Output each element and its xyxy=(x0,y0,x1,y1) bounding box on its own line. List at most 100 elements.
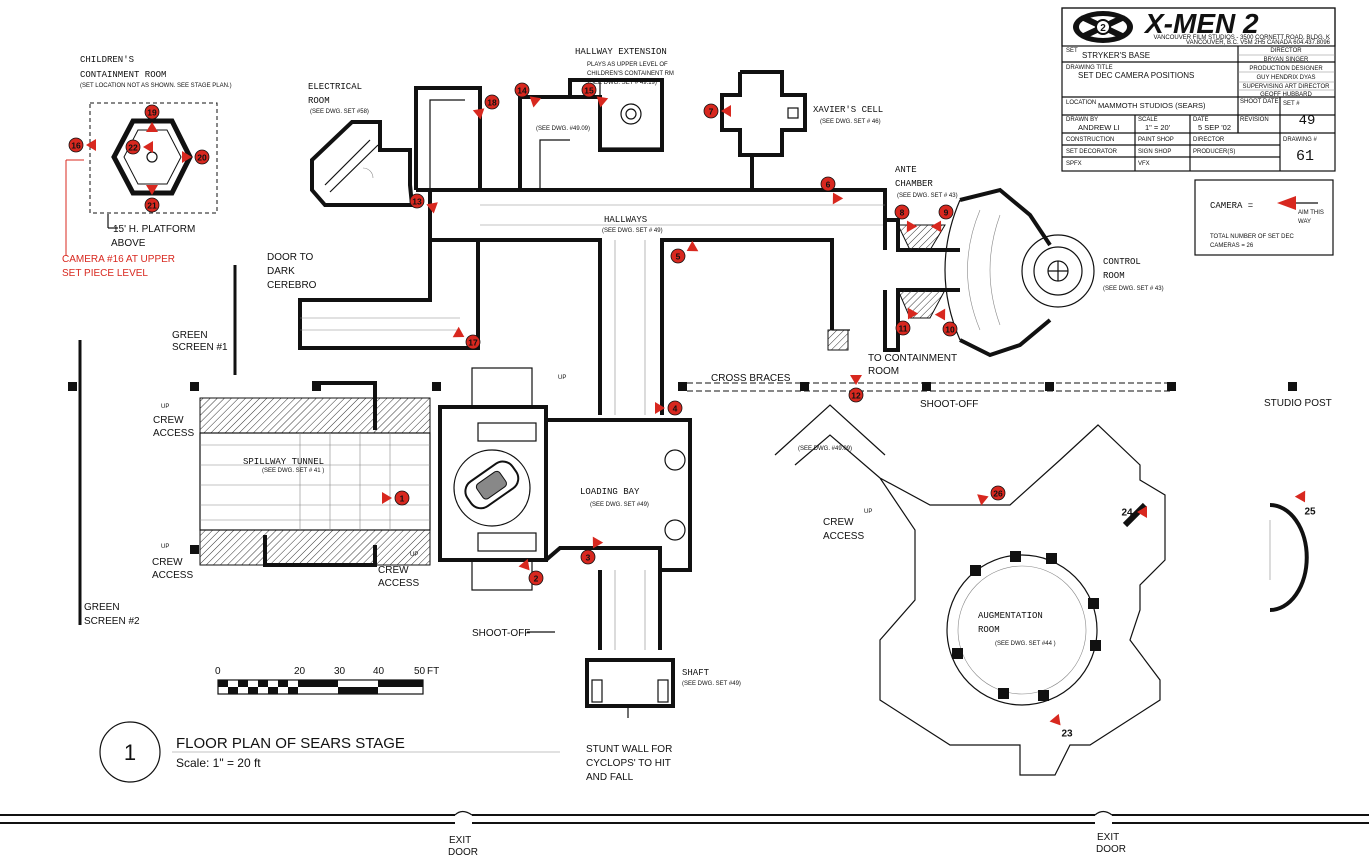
legend-total-2: CAMERAS = 26 xyxy=(1210,243,1254,249)
exit-label-2a: EXIT xyxy=(1097,832,1119,843)
camera-3-wedge xyxy=(592,536,604,549)
vehicle-icon xyxy=(464,460,520,510)
crew-label-4a: CREW xyxy=(823,517,854,528)
supervising-ad-value: GEOFF HUBBARD xyxy=(1260,92,1312,98)
crew-label-1a: CREW xyxy=(153,415,184,426)
camera-16-number: 16 xyxy=(71,141,81,151)
electrical-room: ELECTRICAL ROOM (SEE DWG. SET #58) xyxy=(308,82,415,207)
scale-tick-20: 20 xyxy=(294,666,306,677)
crew-label-3a: CREW xyxy=(378,565,409,576)
camera-9-number: 9 xyxy=(944,208,949,218)
to-containment-2: ROOM xyxy=(868,366,899,377)
legend-aim-1: AIM THIS xyxy=(1298,210,1324,216)
camera-22-wedge xyxy=(143,141,153,153)
production-designer-label: PRODUCTION DESIGNER xyxy=(1249,66,1323,72)
camera-17-number: 17 xyxy=(468,338,478,348)
door-label-3: CEREBRO xyxy=(267,280,317,291)
caption-scale: Scale: 1" = 20 ft xyxy=(176,756,261,770)
camera-12-badge xyxy=(848,387,864,403)
set-label: SET xyxy=(1066,48,1078,54)
caption-number: 1 xyxy=(124,740,136,765)
director2-label: DIRECTOR xyxy=(1193,137,1225,143)
camera-15-wedge xyxy=(596,96,609,108)
legend-total-1: TOTAL NUMBER OF SET DEC xyxy=(1210,234,1294,240)
camera-8-badge xyxy=(894,204,910,220)
platform-label-2: ABOVE xyxy=(111,238,146,249)
camera-10-badge xyxy=(942,321,958,337)
stunt-label-2: CYCLOPS' TO HIT xyxy=(586,758,671,769)
camera-3: 3 xyxy=(580,536,604,565)
electrical-label-2: ROOM xyxy=(308,96,330,106)
crew-label-2b: ACCESS xyxy=(152,570,193,581)
camera-7: 7 xyxy=(703,103,731,119)
set-decorator-label: SET DECORATOR xyxy=(1066,149,1118,155)
door-label-1: DOOR TO xyxy=(267,252,314,263)
ante-label-2: CHAMBER xyxy=(895,179,933,189)
studio-line-1: VANCOUVER FILM STUDIOS - 3500 CORNETT RO… xyxy=(1154,35,1330,41)
camera-19-badge xyxy=(144,104,160,120)
control-label-2: ROOM xyxy=(1103,271,1125,281)
production-designer-value: GUY HENDRIX DYAS xyxy=(1256,75,1315,81)
camera-17-badge xyxy=(465,334,481,350)
camera-16: 16 xyxy=(68,137,96,153)
shoot-date-label: SHOOT DATE xyxy=(1240,99,1278,105)
legend-camera-icon xyxy=(1277,196,1296,210)
camera-3-number: 3 xyxy=(586,553,591,563)
electrical-ref: (SEE DWG. SET #58) xyxy=(310,109,369,115)
scale-tick-50: 50 xyxy=(414,666,426,677)
door-label-2: DARK xyxy=(267,266,295,277)
drawing-no-label: DRAWING # xyxy=(1283,137,1317,143)
camera-25-wedge xyxy=(1294,490,1306,503)
aug-ref-top: (SEE DWG. #49.09) xyxy=(798,446,852,452)
ante-ref: (SEE DWG. SET # 43) xyxy=(897,193,958,199)
camera-19-wedge xyxy=(146,122,158,132)
sign-shop-label: SIGN SHOP xyxy=(1138,149,1171,155)
hall-ext-note-2: CHILDREN'S CONTAINENT RM xyxy=(587,71,674,77)
construction-label: CONSTRUCTION xyxy=(1066,137,1114,143)
camera-4-wedge xyxy=(655,402,665,414)
camera-11: 11 xyxy=(895,307,919,336)
camera16-note-1: CAMERA #16 AT UPPER xyxy=(62,254,175,265)
spillway-ref: (SEE DWG. SET # 41 ) xyxy=(262,468,324,474)
spillway-loading: SPILLWAY TUNNEL (SEE DWG. SET # 41 ) LOA… xyxy=(199,367,741,783)
camera-1: 1 xyxy=(382,490,410,506)
green1-label-1: GREEN xyxy=(172,330,208,341)
camera-10-number: 10 xyxy=(945,325,955,335)
camera-8-number: 8 xyxy=(900,208,905,218)
supervising-ad-label: SUPERVISING ART DIRECTOR xyxy=(1243,84,1331,90)
hall-ext-ref-2: (SEE DWG. #49.09) xyxy=(536,126,590,132)
camera-18: 18 xyxy=(472,94,500,120)
electrical-label-1: ELECTRICAL xyxy=(308,82,362,92)
up-label-5: UP xyxy=(864,509,872,515)
drawn-by-value: ANDREW LI xyxy=(1078,123,1120,132)
camera16-note-2: SET PIECE LEVEL xyxy=(62,268,148,279)
camera-19: 19 xyxy=(144,104,160,132)
camera-4-number: 4 xyxy=(673,404,678,414)
loading-bay-ref: (SEE DWG. SET #49) xyxy=(590,502,649,508)
drawing-no-value: 61 xyxy=(1296,148,1314,165)
location-label: LOCATION xyxy=(1066,100,1096,106)
legend-camera-label: CAMERA = xyxy=(1210,201,1253,211)
camera-26-badge xyxy=(990,485,1006,501)
camera-5-badge xyxy=(670,248,686,264)
camera-20: 20 xyxy=(182,149,210,165)
camera-18-number: 18 xyxy=(487,98,497,108)
hall-ext-note-1: PLAYS AS UPPER LEVEL OF xyxy=(587,62,668,68)
camera-2: 2 xyxy=(518,558,544,586)
camera-13-badge xyxy=(409,193,425,209)
scale-unit: FT xyxy=(427,666,439,677)
camera-17: 17 xyxy=(452,326,481,350)
camera-25-number: 25 xyxy=(1304,507,1316,518)
camera-22-number: 22 xyxy=(128,143,138,153)
camera-legend: CAMERA = AIM THIS WAY TOTAL NUMBER OF SE… xyxy=(1194,179,1334,256)
scale-tick-0: 0 xyxy=(215,666,221,677)
date-label: DATE xyxy=(1193,117,1209,123)
childrens-label-2: CONTAINMENT ROOM xyxy=(80,70,166,80)
set-value: STRYKER'S BASE xyxy=(1082,51,1150,60)
camera-24: 24 xyxy=(1121,506,1147,519)
set-no-value: 49 xyxy=(1299,113,1316,129)
camera-16-badge xyxy=(68,137,84,153)
camera-7-badge xyxy=(703,103,719,119)
stage-bottom-wall: EXIT DOOR EXIT DOOR xyxy=(0,810,1369,858)
spillway-label: SPILLWAY TUNNEL xyxy=(243,457,324,467)
